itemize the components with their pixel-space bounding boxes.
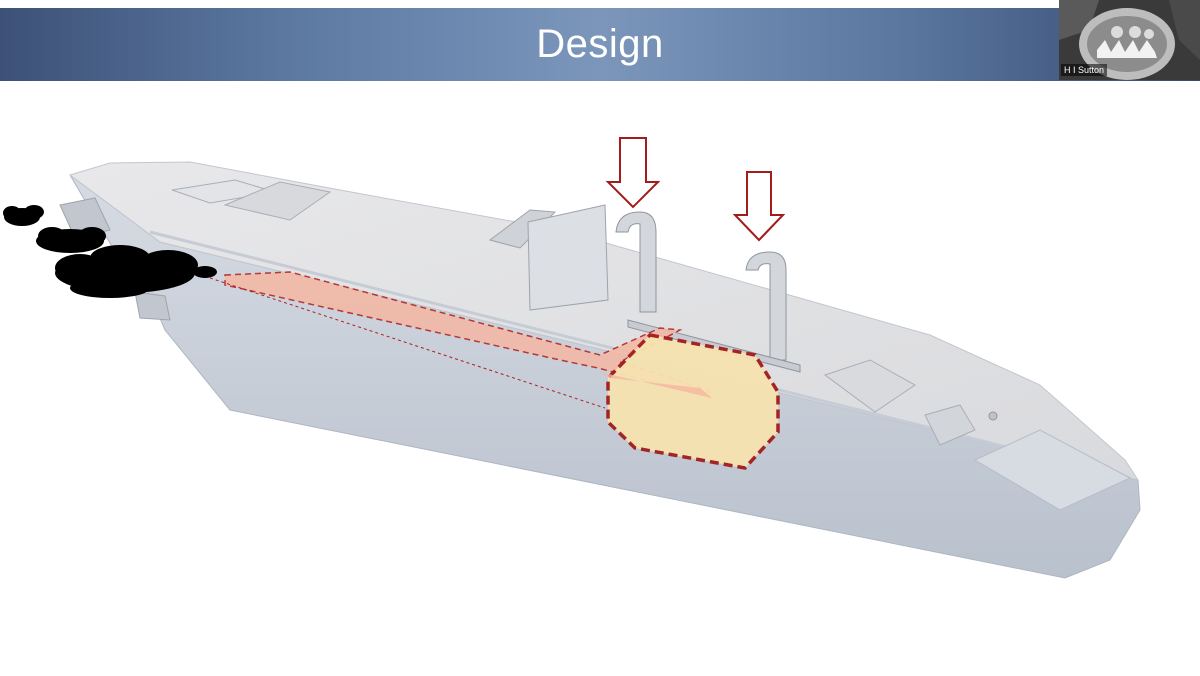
fuel-line: [224, 271, 714, 400]
air-intake-1: [615, 211, 657, 313]
webcam-participant-name: H I Sutton: [1061, 64, 1108, 76]
exhaust-smoke-icon: [3, 205, 217, 298]
vessel-diagram: [0, 90, 1200, 671]
deck-hatch: [823, 359, 916, 413]
air-intake-arrow-icon: [732, 171, 786, 242]
air-intake-arrow-icon: [605, 137, 661, 209]
title-bar: [0, 8, 1200, 81]
webcam-video: [1059, 0, 1200, 80]
fuel-tank: [606, 333, 780, 470]
slide-title: Design: [536, 22, 664, 66]
air-intake-2: [745, 251, 787, 361]
webcam-thumbnail[interactable]: H I Sutton: [1059, 0, 1200, 80]
vessel-illustration: [3, 137, 1141, 579]
deck-hatch: [223, 181, 332, 221]
